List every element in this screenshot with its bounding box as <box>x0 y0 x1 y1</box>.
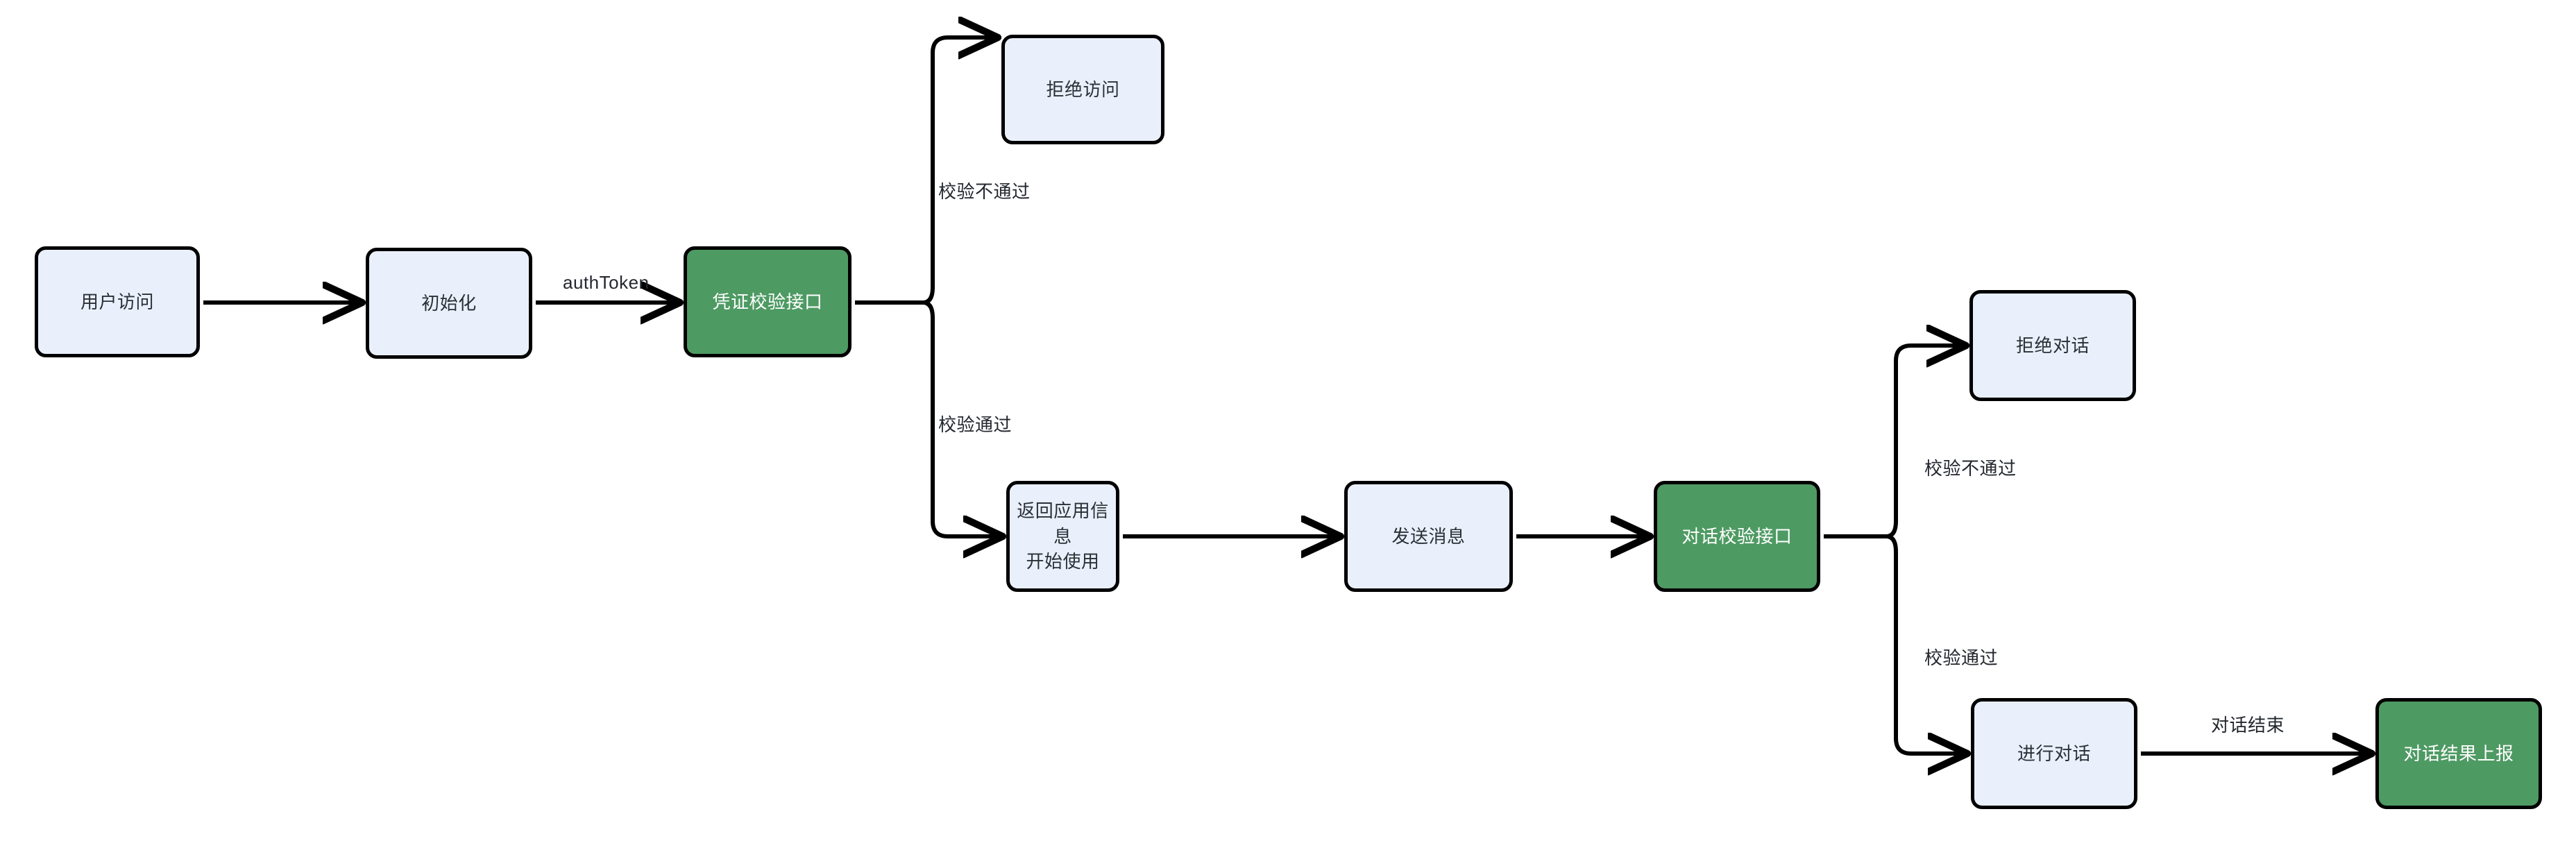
node-label: 对话校验接口 <box>1681 525 1793 547</box>
node-send-message[interactable]: 发送消息 <box>1344 481 1513 592</box>
node-credential-verify-api[interactable]: 凭证校验接口 <box>684 246 851 357</box>
node-report-dialog-result[interactable]: 对话结果上报 <box>2375 698 2542 809</box>
node-return-app-info[interactable]: 返回应用信息 开始使用 <box>1006 481 1119 592</box>
node-deny-access[interactable]: 拒绝访问 <box>1001 35 1164 144</box>
edge-label-dialog-pass: 校验通过 <box>1924 647 1999 668</box>
node-dialog-verify-api[interactable]: 对话校验接口 <box>1654 481 1820 592</box>
node-user-access[interactable]: 用户访问 <box>35 246 200 357</box>
node-initialize[interactable]: 初始化 <box>366 248 532 359</box>
node-label: 凭证校验接口 <box>712 291 823 312</box>
edge-label-dialog-end: 对话结束 <box>2211 715 2285 736</box>
edge-credential-fail-to-deny-access <box>922 37 994 305</box>
edge-dialog-pass-to-do-dialog <box>1886 534 1963 754</box>
node-label: 对话结果上报 <box>2403 742 2514 764</box>
node-deny-dialog[interactable]: 拒绝对话 <box>1969 290 2136 401</box>
node-label: 进行对话 <box>2017 742 2091 764</box>
edge-dialog-fail-to-deny-dialog <box>1886 346 1962 538</box>
node-label: 发送消息 <box>1391 525 1466 547</box>
node-do-dialog[interactable]: 进行对话 <box>1971 698 2137 809</box>
node-label: 拒绝对话 <box>2015 334 2090 356</box>
node-label: 返回应用信息 开始使用 <box>1017 500 1109 572</box>
edge-label-credential-fail: 校验不通过 <box>938 181 1031 202</box>
node-label: 用户访问 <box>80 291 154 312</box>
edge-label-auth-token: authToken <box>563 272 650 293</box>
edge-label-credential-pass: 校验通过 <box>938 414 1012 435</box>
node-label: 拒绝访问 <box>1046 78 1120 100</box>
edge-label-dialog-fail: 校验不通过 <box>1924 458 2017 479</box>
node-label: 初始化 <box>421 292 477 314</box>
edge-credential-pass-to-return-appinfo <box>922 300 999 536</box>
